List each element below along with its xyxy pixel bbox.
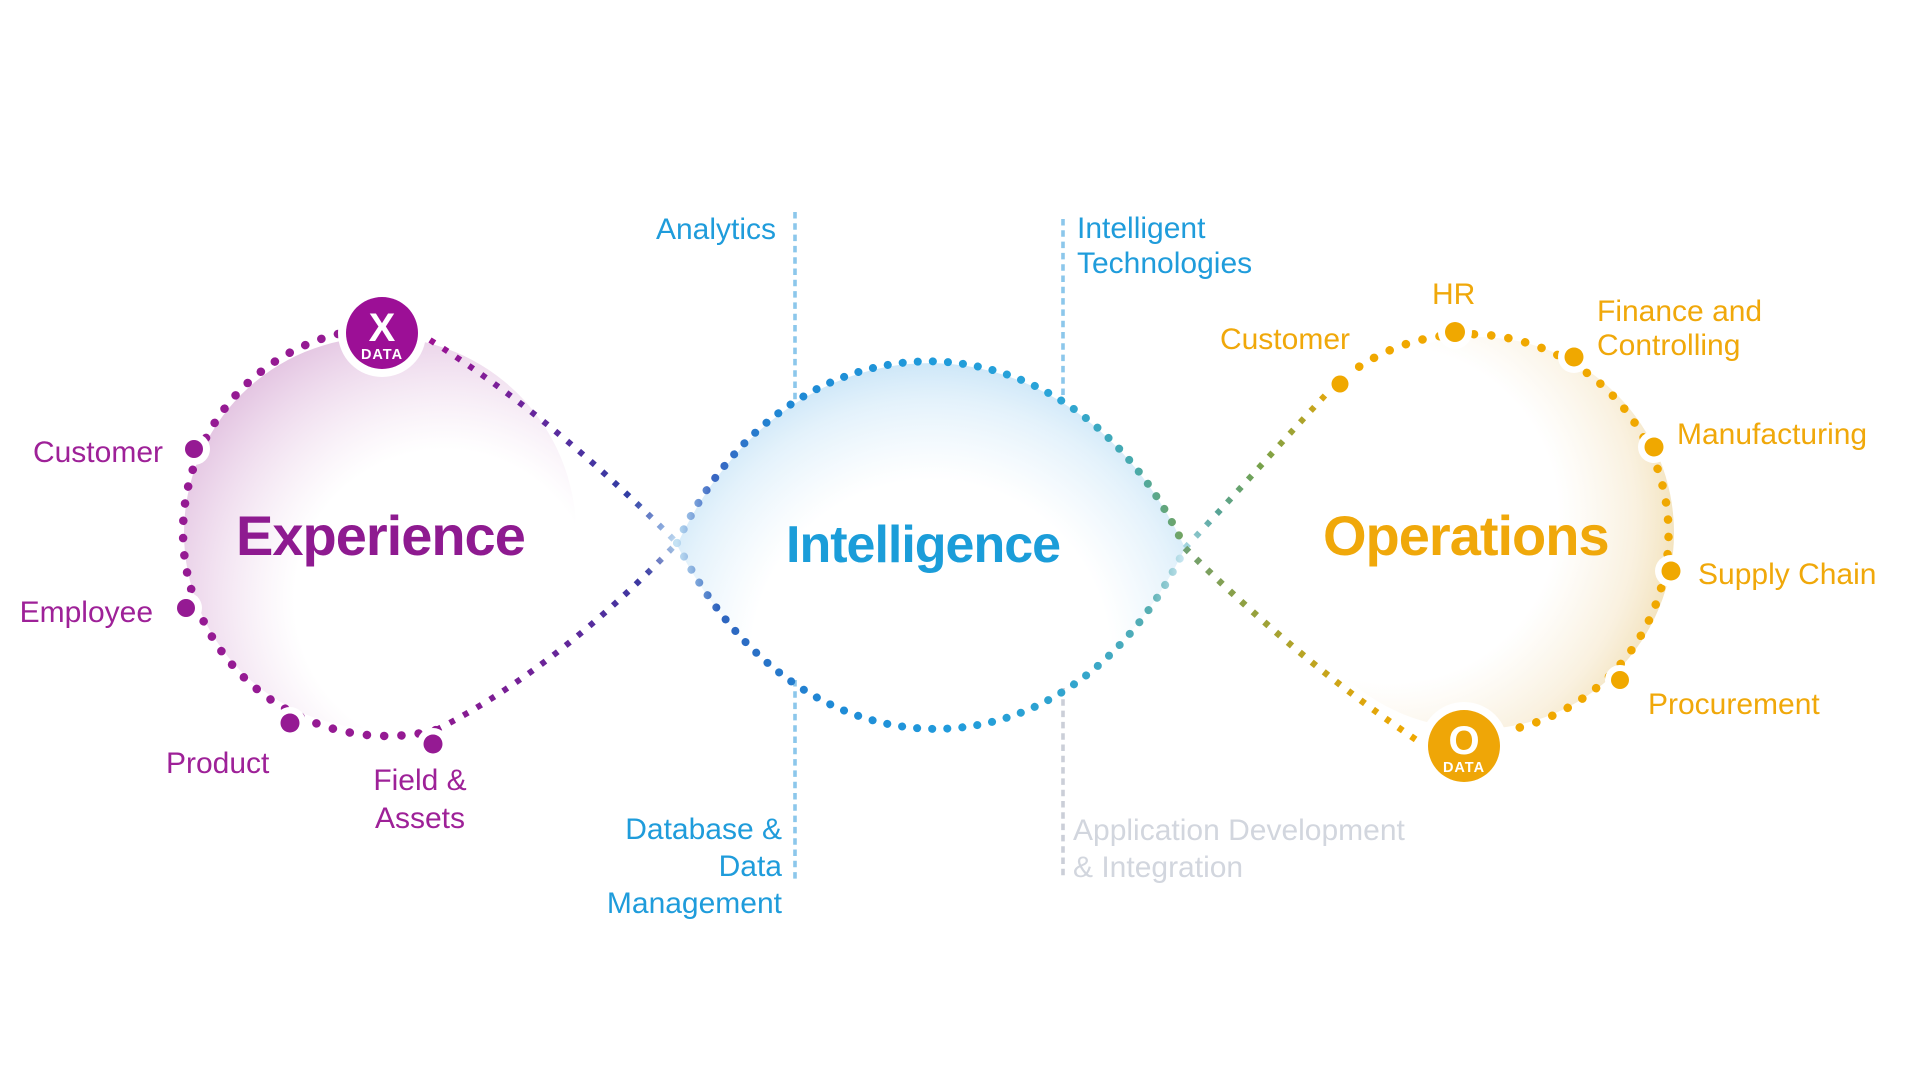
- field-assets-dot: [423, 734, 443, 754]
- procurement-dot: [1611, 671, 1629, 689]
- employee-dot: [177, 599, 195, 617]
- o-data-badge-word: DATA: [1443, 760, 1485, 776]
- lens-top-arc-dots: [673, 357, 1189, 552]
- label-hr: HR: [1432, 278, 1476, 311]
- experience-to-lens-lower-tail-dots: [434, 540, 680, 733]
- operations-glow-fill: [1282, 337, 1674, 729]
- label-intelligent-technologies: Intelligent Technologies: [1077, 211, 1252, 281]
- intelligence-glow-fill: [677, 363, 1185, 727]
- label-application-development-integration: Application Development & Integration: [1073, 812, 1405, 886]
- x-data-badge-circle: [346, 297, 418, 369]
- x-data-badge: X DATA: [338, 289, 426, 377]
- intelligence-title: Intelligence: [786, 516, 1061, 574]
- finance-dot: [1564, 347, 1584, 367]
- label-finance-line2: Controlling: [1597, 329, 1741, 362]
- label-intelligent-line1: Intelligent: [1077, 212, 1206, 245]
- x-data-badge-letter: X: [369, 306, 396, 350]
- label-finance-controlling: Finance and Controlling: [1597, 295, 1762, 363]
- xbadge-to-lens-upper-tail-dots: [428, 337, 680, 546]
- x-data-badge-word: DATA: [361, 347, 403, 363]
- label-database-data-management: Database & Data Management: [572, 811, 782, 922]
- label-database-line2: Data Management: [606, 850, 782, 920]
- manufacturing-dot: [1644, 437, 1664, 457]
- label-field-assets: Field & Assets: [355, 762, 485, 838]
- lens-to-obadge-lower-tail-dots: [1182, 545, 1420, 744]
- o-data-badge-letter: O: [1448, 719, 1479, 763]
- label-finance-line1: Finance and: [1597, 295, 1763, 328]
- label-appdev-line2: & Integration: [1073, 851, 1244, 884]
- label-customer-x: Customer: [32, 436, 163, 469]
- o-data-badge-circle: [1428, 710, 1500, 782]
- label-product: Product: [166, 747, 270, 780]
- label-database-line1: Database &: [625, 813, 782, 846]
- label-manufacturing: Manufacturing: [1677, 418, 1868, 451]
- label-appdev-line1: Application Development: [1073, 814, 1405, 847]
- lens-bottom-arc-dots: [673, 539, 1189, 733]
- label-supply-chain: Supply Chain: [1698, 558, 1877, 591]
- supply-chain-dot: [1661, 561, 1681, 581]
- operations-title: Operations: [1323, 504, 1610, 567]
- lens-to-operations-upper-tail-dots: [1182, 385, 1335, 551]
- customer-x-dot: [185, 440, 203, 458]
- operations-anchor-dots: [1331, 322, 1681, 689]
- label-procurement: Procurement: [1648, 688, 1820, 721]
- customer-o-dot: [1331, 375, 1349, 393]
- experience-anchor-dots: [177, 440, 443, 754]
- label-field-assets-line2: Assets: [374, 802, 466, 835]
- label-employee: Employee: [19, 596, 153, 629]
- product-dot: [280, 713, 300, 733]
- o-data-badge: O DATA: [1420, 702, 1508, 790]
- label-customer-o: Customer: [1219, 323, 1350, 356]
- label-field-assets-line1: Field &: [373, 764, 467, 797]
- experience-glow-fill: [184, 337, 576, 729]
- hr-dot: [1445, 322, 1465, 342]
- experience-title: Experience: [236, 504, 526, 567]
- label-analytics: Analytics: [655, 213, 776, 246]
- label-intelligent-line2: Technologies: [1077, 247, 1253, 280]
